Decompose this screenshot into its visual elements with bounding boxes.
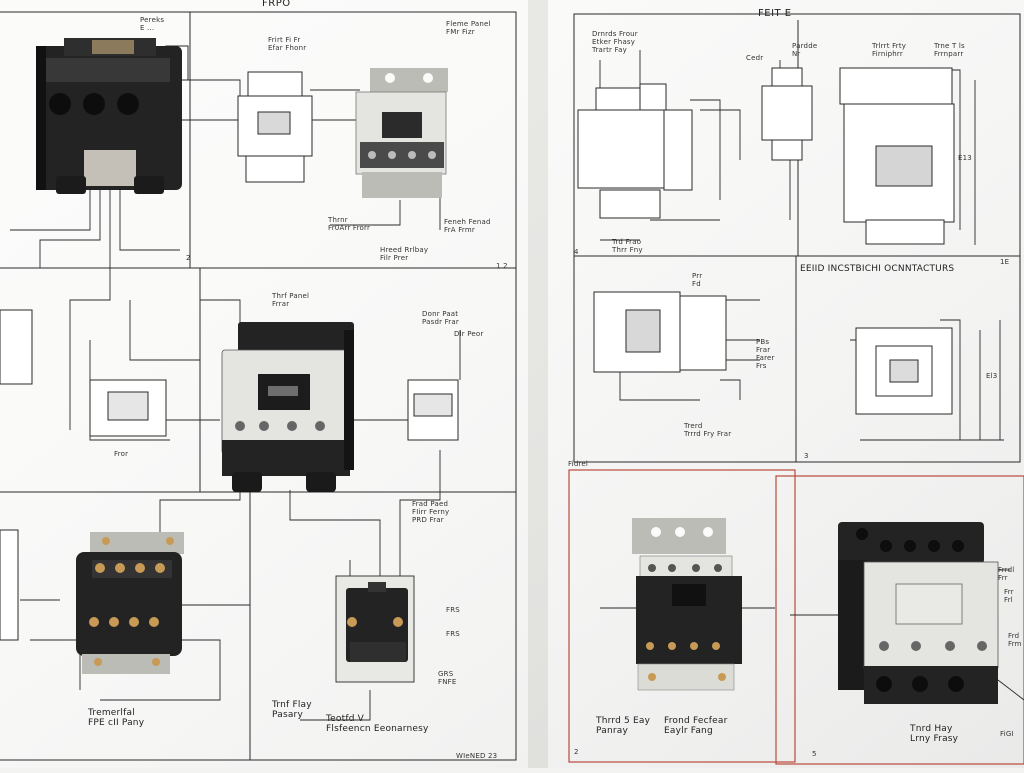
label-l14: GRS FNFE [438,670,457,686]
contactor-lower-b [838,522,999,704]
label-r19: FiGI [1000,730,1014,738]
label-l16: Trnf Flay Pasary [272,700,312,720]
label-l2: Frirt Fi Fr Efar Fhonr [268,36,307,52]
right-sheet-header: FEIT E [758,8,792,19]
label-r2: Cedr [746,54,764,62]
label-n2: 1 2 [496,262,508,270]
label-r3: Pardde Nr [792,42,818,58]
label-l6: Hreed Rrlbay Filr Prer [380,246,429,262]
label-r12: Frond Fecfear Eaylr Fang [664,716,728,736]
label-l12: FRS [446,606,460,614]
right-sheet-title: EEIID INCSTBICHI OCNNTACTURS [800,264,955,274]
label-r18: El3 [986,372,998,380]
label-l15: Tremerlfal FPE cII Pany [88,708,145,728]
contactor-bottom-left [76,532,184,674]
label-r17: E13 [958,154,972,162]
label-n3: 4 [574,248,579,256]
label-l5: Feneh Fenad FrA Frmr [444,218,491,234]
label-r15: Frd Frm [1008,632,1022,648]
label-r4: Trlrrt Frty Firniphrr [872,42,907,58]
label-r11: Thrrd 5 Eay Panray [596,716,651,736]
lower-panel-right [775,475,1024,765]
left-sheet-header: FRPO [262,0,291,9]
contactor-bottom-center [335,575,415,683]
label-l4: Thrnr Fr0Arr Frorr [328,216,371,232]
label-l17: Teotfd V Flsfeencn Eeonarnesy [326,714,429,734]
left-sheet-footer: WIeNED 23 [456,752,498,760]
label-n5: 1E [1000,258,1010,266]
label-r9: Trerd Trrrd Fry Frar [684,422,732,438]
label-n6: 2 [574,748,579,756]
label-l13: FRS [446,630,460,638]
contactor-center [221,322,354,492]
contactor-top-left [36,38,182,194]
label-r8: PBs Frar Farer Frs [756,338,775,370]
label-l9: Dlr Peor [454,330,484,338]
label-l8: Donr Paat Pasdr Frar [422,310,459,326]
label-r10: Fidrel [568,460,589,468]
label-r14: Frr Frl [1004,588,1014,604]
label-r7: Prr Fd [692,272,703,288]
label-r5: Trne T ls Frrnparr [934,42,965,58]
lower-panel-left [568,469,796,763]
label-r6: Trd Frao Thrr Fny [612,238,643,254]
label-l7: Thrf Panel Frrar [272,292,310,308]
label-n1: 2 [186,254,191,262]
label-r1: Drnrds Frour Etker Fhasy Trartr Fay [592,30,638,54]
label-l3: Fleme Panel FMr Fizr [446,20,491,36]
label-l1: Pereks E ... [140,16,165,32]
label-n7: 5 [812,750,817,758]
label-r13: Frrdl Frr [998,566,1015,582]
label-n4: 3 [804,452,809,460]
label-l11: Frad Paed FIirr Ferny PRD Frar [412,500,450,524]
label-l10: Fror [114,450,129,458]
label-r16: Tnrd Hay Lrny Frasy [910,724,959,744]
contactor-top-center [355,68,448,198]
contactor-lower-a [632,518,742,691]
